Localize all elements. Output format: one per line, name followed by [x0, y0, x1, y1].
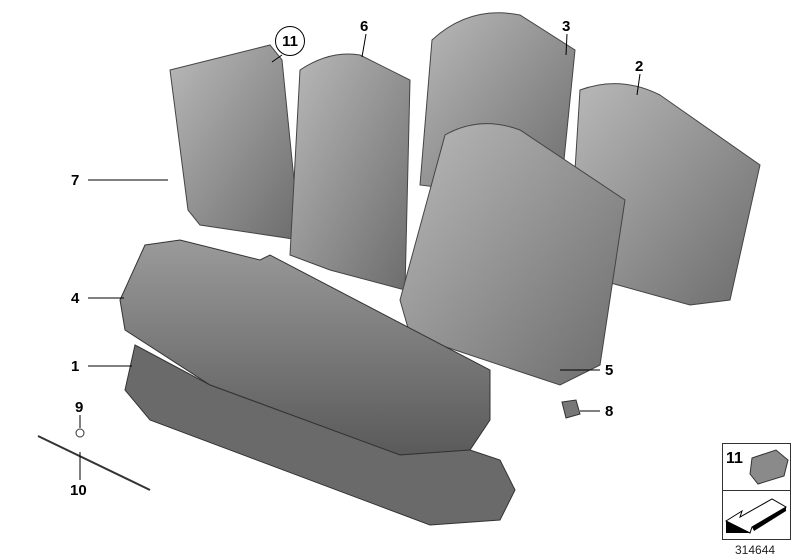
legend-part-number: 11	[726, 450, 743, 467]
diagram-number: 314644	[735, 543, 776, 557]
part-8-clip	[561, 399, 581, 419]
arrow-icon	[724, 498, 787, 534]
part-1-seat-cushion	[124, 344, 516, 526]
part-7-side-panel	[169, 44, 301, 241]
leader-lines	[79, 33, 641, 480]
part-10-wire	[37, 435, 151, 491]
part-label-2[interactable]: 2	[635, 58, 644, 75]
part-4-seat-cover	[119, 239, 491, 456]
part-label-1[interactable]: 1	[71, 358, 80, 375]
legend-box: 11	[722, 443, 791, 540]
part-label-5[interactable]: 5	[605, 362, 614, 379]
part-label-11[interactable]: 11	[275, 26, 305, 56]
part-6-backrest-frame	[289, 53, 411, 291]
part-5-backrest-cover	[399, 123, 626, 386]
part-label-9[interactable]: 9	[75, 399, 84, 416]
legend-part-cell: 11	[723, 444, 790, 491]
part-label-7[interactable]: 7	[71, 172, 80, 189]
part-label-3[interactable]: 3	[562, 18, 571, 35]
part-label-8[interactable]: 8	[605, 403, 614, 420]
part-number: 11	[282, 32, 298, 50]
part-label-6[interactable]: 6	[360, 18, 369, 35]
clip-icon	[749, 449, 789, 485]
part-9-ring	[75, 428, 85, 438]
part-label-10[interactable]: 10	[70, 482, 87, 499]
part-label-4[interactable]: 4	[71, 290, 80, 307]
